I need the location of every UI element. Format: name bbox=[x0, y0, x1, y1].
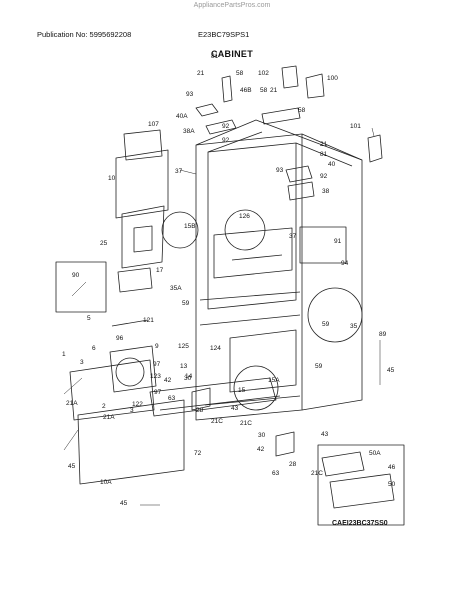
callout-label: 43 bbox=[231, 405, 239, 412]
callout-label: 21A bbox=[66, 400, 78, 407]
callout-label: 90 bbox=[72, 272, 80, 279]
callout-label: 38 bbox=[322, 188, 330, 195]
callout-label: 37 bbox=[175, 168, 183, 175]
callout-label: 5 bbox=[87, 315, 91, 322]
callout-label: 21 bbox=[270, 87, 278, 94]
callout-label: 50 bbox=[388, 481, 396, 488]
callout-label: 59 bbox=[315, 363, 323, 370]
callout-label: 42 bbox=[257, 446, 265, 453]
callout-label: 9 bbox=[155, 343, 159, 350]
callout-label: 97 bbox=[154, 389, 162, 396]
callout-label: 63 bbox=[168, 395, 176, 402]
callout-label: 107 bbox=[148, 121, 159, 128]
callout-label: 58 bbox=[236, 70, 244, 77]
callout-label: 37 bbox=[289, 233, 297, 240]
callout-label: 21A bbox=[103, 414, 115, 421]
top-hinge-parts bbox=[195, 65, 383, 201]
callout-label: 94 bbox=[341, 260, 349, 267]
callout-label: 45 bbox=[120, 500, 128, 507]
callout-label: 102 bbox=[258, 70, 269, 77]
callout-label: 97 bbox=[153, 361, 161, 368]
callout-label: 3 bbox=[80, 359, 84, 366]
callout-label: 21 bbox=[197, 70, 205, 77]
callout-label: 28 bbox=[196, 407, 204, 414]
callout-label: 40A bbox=[176, 113, 188, 120]
callout-label: 92 bbox=[222, 123, 230, 130]
callout-label: 13 bbox=[180, 363, 188, 370]
callout-label: 63 bbox=[272, 470, 280, 477]
callout-label: 30 bbox=[184, 375, 192, 382]
callout-label: 14 bbox=[185, 373, 193, 380]
diagram-title: CABINET bbox=[210, 49, 254, 59]
callout-label: 123 bbox=[150, 373, 161, 380]
callout-label: 10 bbox=[108, 175, 116, 182]
callout-label: 2 bbox=[102, 403, 106, 410]
callout-label: 45 bbox=[68, 463, 76, 470]
callout-label: 81 bbox=[211, 53, 219, 60]
callout-label: 93 bbox=[186, 91, 194, 98]
model-number: E23BC79SPS1 bbox=[198, 30, 250, 39]
duct-assembly bbox=[115, 129, 169, 293]
callout-label: 46 bbox=[388, 464, 396, 471]
callout-label: 1 bbox=[62, 351, 66, 358]
callout-label: 21C bbox=[211, 418, 223, 425]
detail-insets bbox=[55, 209, 405, 526]
callout-label: 93 bbox=[276, 167, 284, 174]
callout-label: 50A bbox=[369, 450, 381, 457]
callout-label: 30 bbox=[258, 432, 266, 439]
callout-label: 92 bbox=[320, 173, 328, 180]
callout-label: 28 bbox=[289, 461, 297, 468]
callout-label: 125 bbox=[178, 343, 189, 350]
callout-label: 91 bbox=[334, 238, 342, 245]
callout-label: 101 bbox=[350, 123, 361, 130]
callout-label: 45 bbox=[387, 367, 395, 374]
callout-label: 21 bbox=[320, 141, 328, 148]
callout-label: 100 bbox=[327, 75, 338, 82]
callout-label: 59 bbox=[182, 300, 190, 307]
callout-label: 89 bbox=[379, 331, 387, 338]
callout-label: 35 bbox=[350, 323, 358, 330]
callout-label: 122 bbox=[132, 401, 143, 408]
callout-label: 121 bbox=[143, 317, 154, 324]
callout-label: 38A bbox=[183, 128, 195, 135]
callout-label: 15B bbox=[184, 223, 196, 230]
callout-label: 35A bbox=[170, 285, 182, 292]
callout-label: 81 bbox=[320, 151, 328, 158]
callout-label: 58 bbox=[298, 107, 306, 114]
callout-label: 59 bbox=[322, 321, 330, 328]
callout-label: 17 bbox=[156, 267, 164, 274]
site-watermark: AppliancePartsPros.com bbox=[193, 2, 271, 9]
callout-label: 58 bbox=[260, 87, 268, 94]
callout-label: 72 bbox=[194, 450, 202, 457]
diagram-code: CAEI23BC37SS0 bbox=[332, 520, 388, 527]
machine-compartment bbox=[69, 319, 395, 509]
callout-label: 15A bbox=[268, 377, 280, 384]
leader-lines bbox=[63, 127, 381, 506]
callout-label: 10A bbox=[100, 479, 112, 486]
callout-label: 6 bbox=[92, 345, 96, 352]
callout-label: 21C bbox=[311, 470, 323, 477]
callout-label: 43 bbox=[321, 431, 329, 438]
callout-label: 15 bbox=[238, 387, 246, 394]
callout-label: 124 bbox=[210, 345, 221, 352]
callout-label: 126 bbox=[239, 213, 250, 220]
callout-label: 40 bbox=[328, 161, 336, 168]
callout-label: 92 bbox=[222, 137, 230, 144]
callout-label: 42 bbox=[164, 377, 172, 384]
publication-number: Publication No: 5995692208 bbox=[37, 30, 132, 39]
callout-label: 96 bbox=[116, 335, 124, 342]
cabinet-body bbox=[195, 119, 363, 421]
callout-label: 46B bbox=[240, 87, 252, 94]
callout-label: 3 bbox=[130, 407, 134, 414]
callout-label: 25 bbox=[100, 240, 108, 247]
callout-label: 21C bbox=[240, 420, 252, 427]
